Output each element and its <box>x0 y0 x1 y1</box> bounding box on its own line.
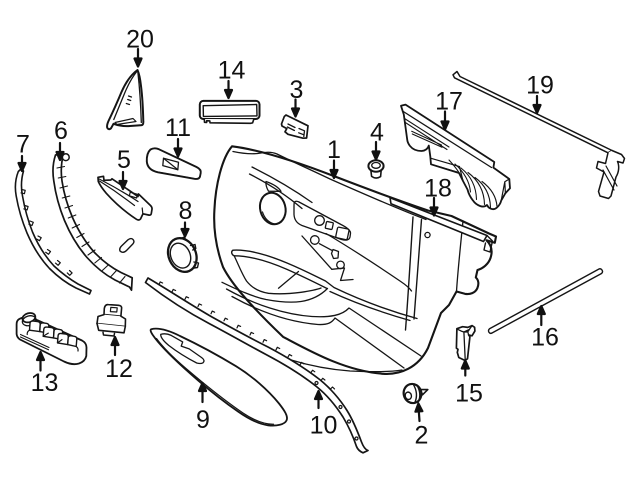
svg-text:3: 3 <box>290 76 304 104</box>
svg-text:10: 10 <box>310 412 338 440</box>
svg-text:2: 2 <box>415 422 429 450</box>
svg-text:15: 15 <box>455 380 483 408</box>
svg-text:19: 19 <box>526 72 554 100</box>
svg-text:16: 16 <box>531 324 559 352</box>
svg-text:17: 17 <box>435 88 463 116</box>
svg-text:11: 11 <box>165 114 191 142</box>
svg-text:1: 1 <box>327 136 341 164</box>
svg-text:18: 18 <box>424 175 452 203</box>
svg-text:13: 13 <box>31 369 59 397</box>
svg-text:14: 14 <box>218 57 246 85</box>
svg-text:5: 5 <box>117 146 131 174</box>
svg-text:8: 8 <box>179 197 193 225</box>
svg-text:6: 6 <box>54 117 68 145</box>
svg-text:20: 20 <box>126 26 154 54</box>
svg-text:4: 4 <box>370 119 384 147</box>
svg-text:12: 12 <box>105 355 133 383</box>
svg-text:9: 9 <box>196 406 210 434</box>
svg-text:7: 7 <box>16 131 30 159</box>
